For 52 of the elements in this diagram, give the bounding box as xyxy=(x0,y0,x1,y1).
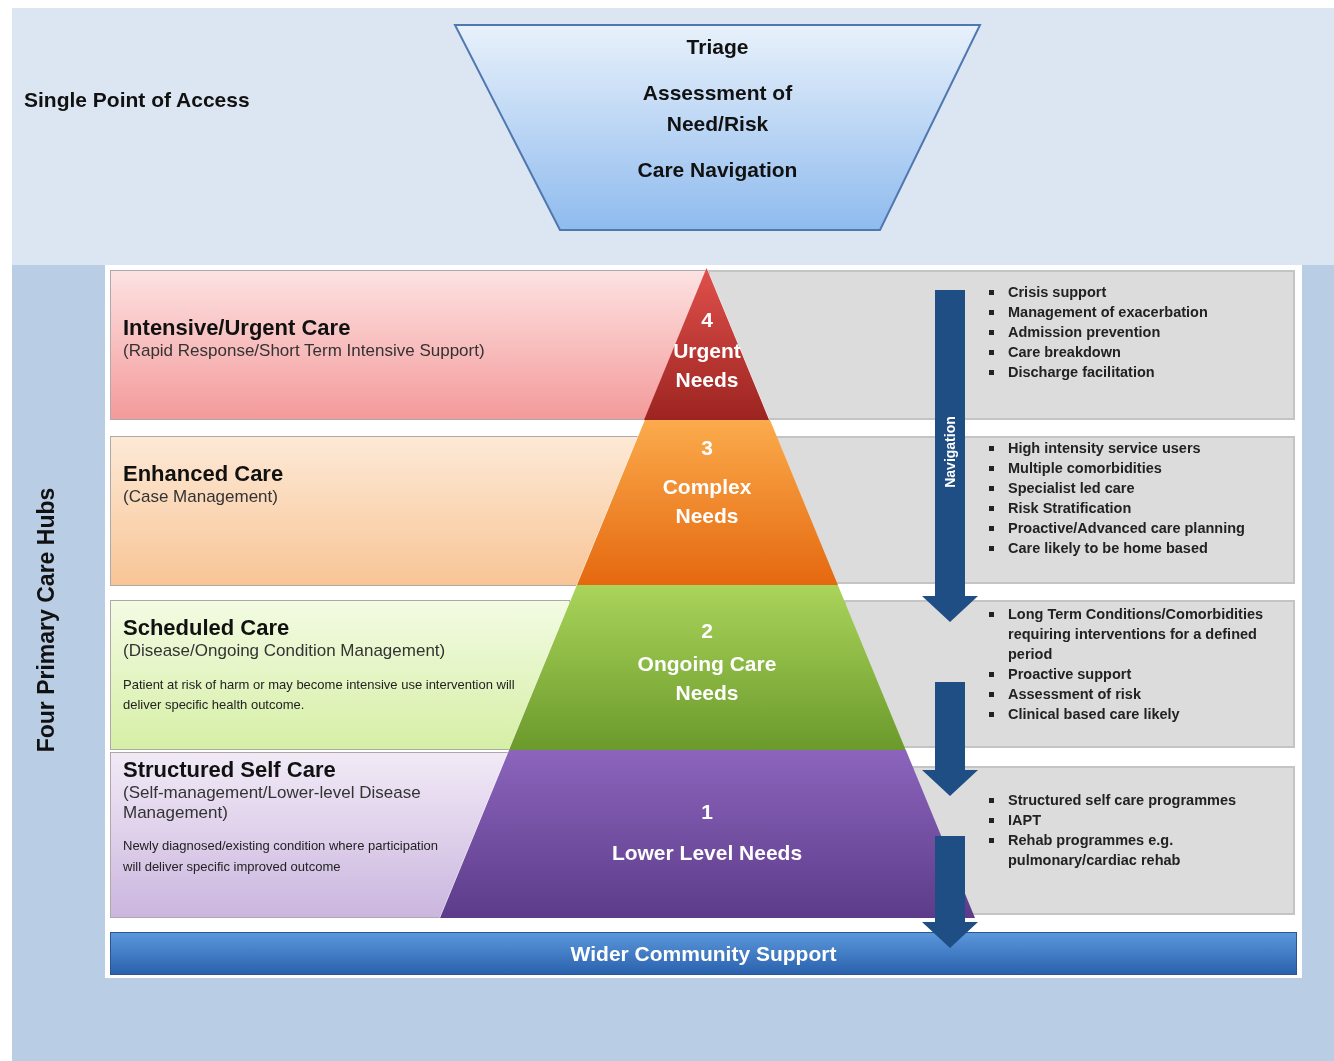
bullet-item: Management of exacerbation xyxy=(1008,303,1208,322)
band-title: Intensive/Urgent Care xyxy=(123,315,352,341)
tier-number: 1 xyxy=(701,800,713,824)
band-note: Patient at risk of harm or may become intensive use intervention will deliver specific health outcome. xyxy=(123,675,516,715)
bullet-item: Clinical based care likely xyxy=(1008,705,1180,724)
band-subtitle: (Rapid Response/Short Term Intensive Support) xyxy=(123,341,486,361)
section-label: Single Point of Access xyxy=(24,88,250,112)
block-arrow xyxy=(922,836,978,948)
block-arrow xyxy=(922,290,978,622)
bullet-item: Structured self care programmes xyxy=(1008,791,1237,810)
band-title: Structured Self Care xyxy=(123,757,337,783)
care-level-band xyxy=(110,752,508,918)
band-note: Newly diagnosed/existing condition where participation will deliver specific improved outcome xyxy=(123,837,440,876)
band-subtitle: (Disease/Ongoing Condition Management) xyxy=(123,641,447,661)
band-title: Scheduled Care xyxy=(123,615,291,641)
bullet-item: Assessment of risk xyxy=(1008,685,1141,704)
bullet-item: High intensity service users xyxy=(1008,439,1201,458)
bullet-item: Specialist led care xyxy=(1008,479,1135,498)
bullet-item: Rehab programmes e.g. pulmonary/cardiac rehab xyxy=(1008,831,1182,870)
tier-label: Urgent Needs xyxy=(672,338,742,394)
community-support-bar xyxy=(110,932,1297,975)
tier-number: 2 xyxy=(701,619,713,643)
edge-label: Navigation xyxy=(942,416,958,488)
funnel-text: Care Navigation xyxy=(637,156,798,183)
bullet-item: Admission prevention xyxy=(1008,323,1161,342)
bullet-item: Long Term Conditions/Comorbidities requiring interventions for a defined period xyxy=(1008,605,1265,664)
care-level-band xyxy=(110,436,638,586)
block-arrow xyxy=(922,682,978,796)
band-subtitle: (Case Management) xyxy=(123,487,279,507)
bullet-item: Discharge facilitation xyxy=(1008,363,1155,382)
band-title: Enhanced Care xyxy=(123,461,285,487)
funnel-shape xyxy=(455,25,980,230)
tier-label: Lower Level Needs xyxy=(611,840,803,866)
bullet-item: Proactive support xyxy=(1008,665,1132,684)
tier-label: Complex Needs xyxy=(661,474,753,530)
bullet-item: Care breakdown xyxy=(1008,343,1121,362)
bullet-item: Risk Stratification xyxy=(1008,499,1132,518)
bullet-item: Crisis support xyxy=(1008,283,1107,302)
tier-number: 4 xyxy=(701,308,713,332)
pyramid-tier xyxy=(439,750,975,918)
bullet-item: IAPT xyxy=(1008,811,1041,830)
band-subtitle: (Self-management/Lower-level Disease Management) xyxy=(123,783,422,823)
care-level-band xyxy=(110,600,571,750)
bullet-item: Proactive/Advanced care planning xyxy=(1008,519,1245,538)
funnel-text: Triage xyxy=(686,34,749,60)
tier-label: Ongoing Care Needs xyxy=(636,651,778,707)
bar-label: Wider Community Support xyxy=(570,941,837,966)
bullet-item: Care likely to be home based xyxy=(1008,539,1208,558)
tier-number: 3 xyxy=(701,436,713,460)
section-label: Four Primary Care Hubs xyxy=(32,487,60,753)
bullet-item: Multiple comorbidities xyxy=(1008,459,1162,478)
funnel-text: Assessment of Need/Risk xyxy=(641,79,794,137)
